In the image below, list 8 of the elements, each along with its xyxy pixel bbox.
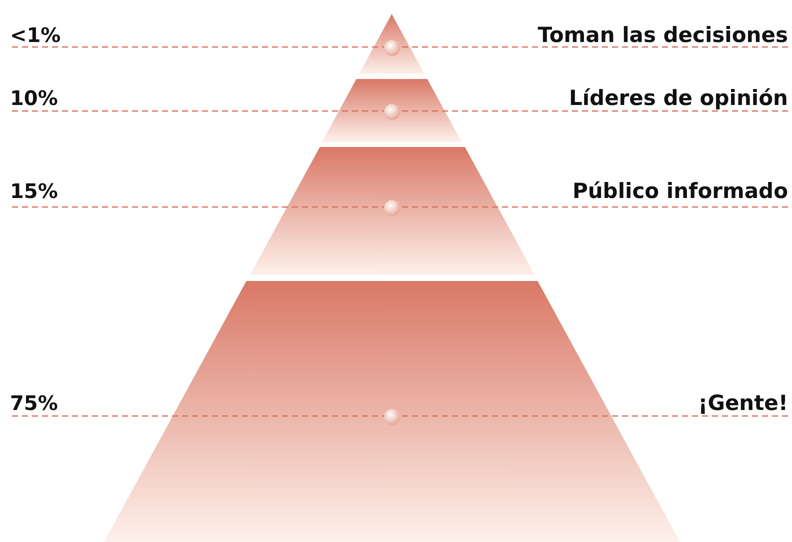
tier-label: Público informado	[572, 178, 788, 204]
percentage-label: <1%	[10, 22, 61, 48]
tier-label: Líderes de opinión	[568, 85, 788, 111]
tier-label: ¡Gente!	[698, 390, 788, 416]
tier-label: Toman las decisiones	[538, 22, 788, 48]
percentage-label: 75%	[10, 390, 58, 416]
percentage-label: 10%	[10, 85, 58, 111]
percentage-label: 15%	[10, 178, 58, 204]
